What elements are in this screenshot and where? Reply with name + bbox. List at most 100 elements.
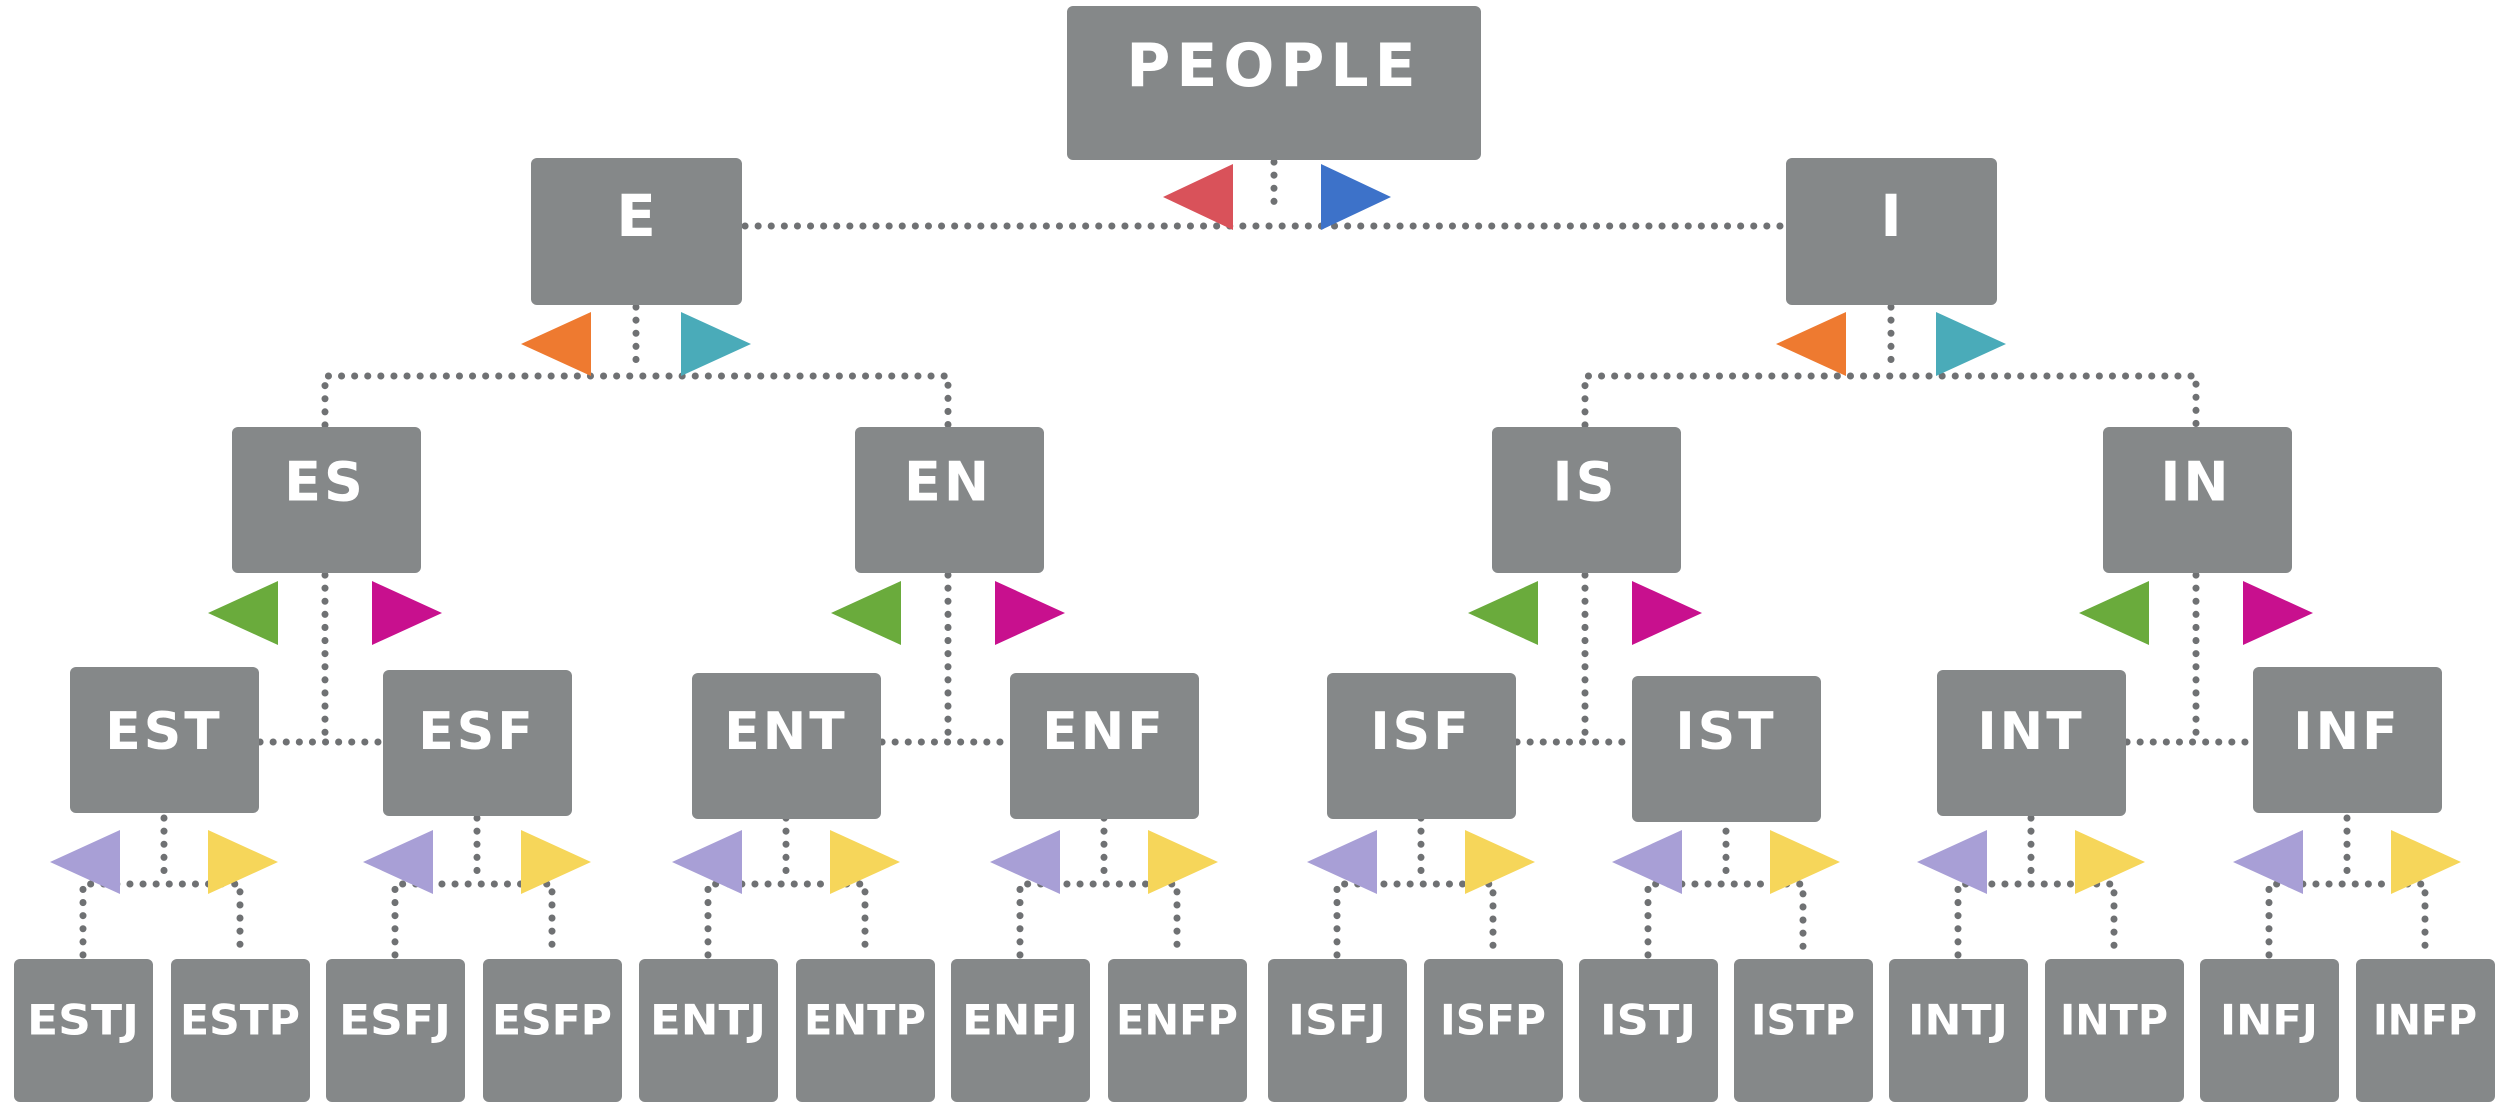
node-box bbox=[483, 959, 622, 1102]
node-ent: ENT bbox=[692, 673, 881, 819]
right-triangle-icon bbox=[830, 830, 900, 894]
node-box bbox=[1067, 6, 1481, 160]
node-box bbox=[1632, 676, 1821, 822]
node-label: ESTJ bbox=[27, 996, 139, 1045]
right-triangle-icon bbox=[1936, 312, 2006, 376]
right-triangle-icon bbox=[1632, 581, 1702, 645]
node-int: INT bbox=[1937, 670, 2126, 816]
left-triangle-icon bbox=[521, 312, 591, 376]
connector-line bbox=[1581, 372, 2200, 429]
left-triangle-icon bbox=[831, 581, 901, 645]
left-triangle-icon bbox=[50, 830, 120, 894]
node-isfj: ISFJ bbox=[1268, 959, 1407, 1102]
node-esfp: ESFP bbox=[483, 959, 622, 1102]
node-box bbox=[796, 959, 935, 1102]
node-estp: ESTP bbox=[171, 959, 310, 1102]
node-label: ISF bbox=[1370, 702, 1471, 762]
node-box bbox=[1937, 670, 2126, 816]
node-istj: ISTJ bbox=[1579, 959, 1718, 1102]
left-triangle-icon bbox=[208, 581, 278, 645]
node-label: PEOPLE bbox=[1126, 31, 1421, 101]
node-i: I bbox=[1786, 158, 1997, 305]
node-box bbox=[383, 670, 572, 816]
node-label: ESTP bbox=[180, 996, 300, 1045]
node-box bbox=[531, 158, 742, 305]
node-esfj: ESFJ bbox=[326, 959, 465, 1102]
connector-line bbox=[1954, 880, 2118, 959]
right-triangle-icon bbox=[1770, 830, 1840, 894]
left-triangle-icon bbox=[363, 830, 433, 894]
node-enfj: ENFJ bbox=[951, 959, 1090, 1102]
right-triangle-icon bbox=[521, 830, 591, 894]
right-triangle-icon bbox=[2243, 581, 2313, 645]
node-ist: IST bbox=[1632, 676, 1821, 822]
connector-line bbox=[704, 880, 869, 959]
node-box bbox=[2045, 959, 2184, 1102]
node-box bbox=[171, 959, 310, 1102]
node-label: IST bbox=[1675, 702, 1776, 762]
left-triangle-icon bbox=[990, 830, 1060, 894]
left-triangle-icon bbox=[1917, 830, 1987, 894]
node-box bbox=[2200, 959, 2339, 1102]
node-box bbox=[1010, 673, 1199, 819]
node-box bbox=[326, 959, 465, 1102]
node-infj: INFJ bbox=[2200, 959, 2339, 1102]
node-is: IS bbox=[1492, 427, 1681, 573]
node-box bbox=[855, 427, 1044, 573]
node-en: EN bbox=[855, 427, 1044, 573]
right-triangle-icon bbox=[2075, 830, 2145, 894]
node-box bbox=[2253, 667, 2442, 813]
node-label: ISTP bbox=[1751, 996, 1855, 1045]
node-entp: ENTP bbox=[796, 959, 935, 1102]
node-box bbox=[2356, 959, 2495, 1102]
node-label: ENTP bbox=[804, 996, 926, 1045]
node-enfp: ENFP bbox=[1108, 959, 1247, 1102]
node-label: ES bbox=[284, 451, 366, 514]
node-label: ISFJ bbox=[1288, 996, 1386, 1045]
left-triangle-icon bbox=[672, 830, 742, 894]
node-label: INTJ bbox=[1908, 996, 2008, 1045]
node-isf: ISF bbox=[1327, 673, 1516, 819]
node-box bbox=[1734, 959, 1873, 1102]
node-box bbox=[1889, 959, 2028, 1102]
node-box bbox=[1492, 427, 1681, 573]
node-label: ENT bbox=[724, 702, 848, 762]
node-infp: INFP bbox=[2356, 959, 2495, 1102]
node-box bbox=[232, 427, 421, 573]
node-box bbox=[639, 959, 778, 1102]
node-label: INTP bbox=[2060, 996, 2168, 1045]
node-entj: ENTJ bbox=[639, 959, 778, 1102]
right-triangle-icon bbox=[681, 312, 751, 376]
node-e: E bbox=[531, 158, 742, 305]
connector-line bbox=[1016, 880, 1181, 959]
connector-line bbox=[321, 372, 952, 429]
node-label: INT bbox=[1977, 702, 2084, 762]
right-triangle-icon bbox=[1465, 830, 1535, 894]
left-triangle-icon bbox=[2233, 830, 2303, 894]
node-esf: ESF bbox=[383, 670, 572, 816]
node-people: PEOPLE bbox=[1067, 6, 1481, 160]
node-label: ISTJ bbox=[1600, 996, 1696, 1045]
node-box bbox=[1327, 673, 1516, 819]
node-box bbox=[14, 959, 153, 1102]
node-inf: INF bbox=[2253, 667, 2442, 813]
node-label: INF bbox=[2293, 702, 2400, 762]
node-enf: ENF bbox=[1010, 673, 1199, 819]
node-label: EST bbox=[105, 702, 222, 762]
node-label: ENFP bbox=[1116, 996, 1238, 1045]
left-triangle-icon bbox=[1307, 830, 1377, 894]
node-est: EST bbox=[70, 667, 259, 813]
node-box bbox=[1786, 158, 1997, 305]
node-label: E bbox=[616, 182, 656, 250]
node-es: ES bbox=[232, 427, 421, 573]
node-box bbox=[1268, 959, 1407, 1102]
left-triangle-icon bbox=[1776, 312, 1846, 376]
left-triangle-icon bbox=[1612, 830, 1682, 894]
node-label: INFP bbox=[2373, 996, 2477, 1045]
node-label: IS bbox=[1553, 451, 1618, 514]
node-box bbox=[2103, 427, 2292, 573]
right-triangle-icon bbox=[995, 581, 1065, 645]
node-label: ENFJ bbox=[962, 996, 1078, 1045]
node-label: IN bbox=[2160, 451, 2231, 514]
